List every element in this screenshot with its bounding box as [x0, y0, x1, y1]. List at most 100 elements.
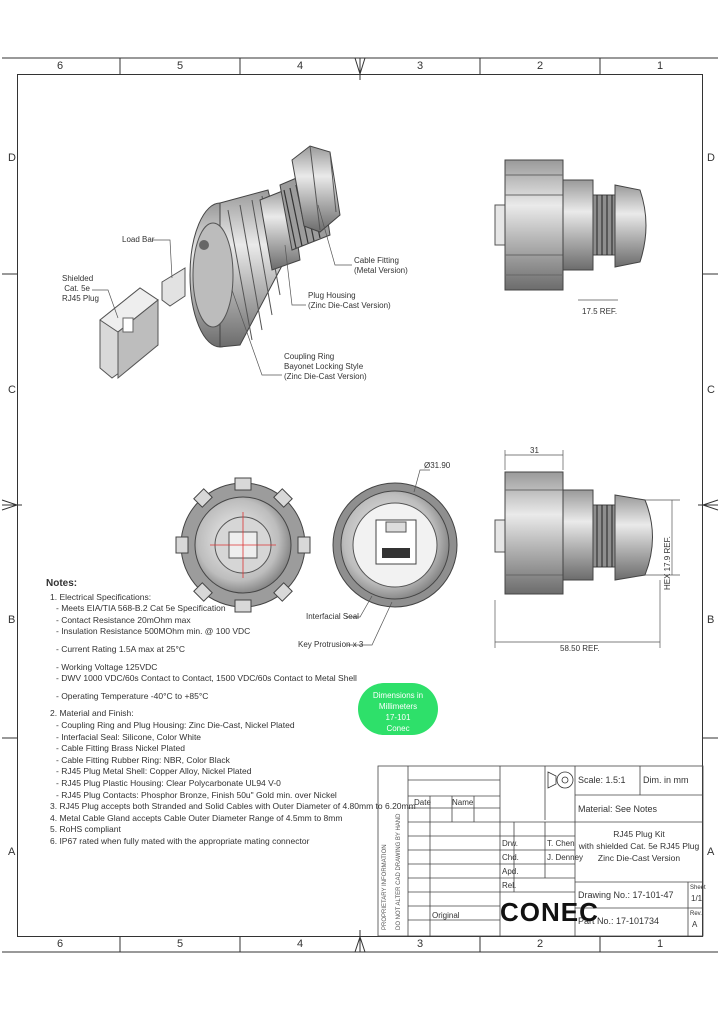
tb-material: Material: See Notes	[578, 804, 658, 814]
tb-row-drw: Drw.	[502, 839, 518, 848]
zone-label: 1	[657, 938, 664, 950]
stamp-line: 17-101	[385, 713, 411, 722]
zone-label: A	[707, 846, 715, 858]
notes-line: - Interfacial Seal: Silicone, Color Whit…	[56, 731, 202, 742]
notes-line: 5. RoHS compliant	[50, 824, 121, 835]
tb-scale: Scale: 1.5:1	[578, 775, 626, 785]
zone-label: 2	[537, 938, 544, 950]
front-view-face	[332, 469, 458, 646]
zone-label: B	[707, 614, 715, 626]
notes-line: 4. Metal Cable Gland accepts Cable Outer…	[50, 812, 343, 823]
notes-line: - Working Voltage 125VDC	[56, 661, 158, 672]
zone-label: C	[707, 384, 715, 396]
confidential-note: DO NOT ALTER CAD DRAWING BY HAND	[396, 813, 402, 930]
notes-line: - RJ45 Plug Contacts: Phosphor Bronze, F…	[56, 789, 337, 800]
dimension-31: 31	[530, 446, 539, 455]
callout-cable-fitting: Cable Fitting (Metal Version)	[354, 256, 408, 276]
zone-label: 4	[297, 938, 304, 950]
callout-key-protrusion: Key Protrusion x 3	[298, 640, 364, 649]
notes-line: - DWV 1000 VDC/60s Contact to Contact, 1…	[56, 673, 357, 684]
notes-line: - Insulation Resistance 500MOhm min. @ 1…	[56, 626, 251, 637]
tb-original: Original	[432, 911, 460, 920]
notes-line: - Meets EIA/TIA 568-B.2 Cat 5e Specifica…	[56, 603, 226, 614]
notes-line: 6. IP67 rated when fully mated with the …	[50, 835, 310, 846]
stamp-line: Conec	[386, 724, 410, 733]
tb-dim: Dim. in mm	[643, 775, 689, 785]
projection-symbol	[547, 771, 574, 789]
notes-title: Notes:	[46, 578, 78, 589]
zone-label: 1	[657, 60, 664, 72]
zone-label: D	[707, 152, 715, 164]
tb-part-no: Part No.: 17-101734	[578, 916, 660, 926]
side-view-top	[494, 159, 647, 301]
notes-line: - Cable Fitting Rubber Ring: NBR, Color …	[56, 754, 230, 765]
callout-line: (Zinc Die-Cast Version)	[284, 372, 367, 381]
notes-line: - Cable Fitting Brass Nickel Plated	[56, 743, 185, 754]
release-stamp: Dimensions in Millimeters 17-101 Conec	[358, 683, 438, 735]
notes-line: 2. Material and Finish:	[50, 708, 134, 719]
callout-line: Cable Fitting	[354, 256, 399, 265]
callout-line: Coupling Ring	[284, 352, 335, 361]
conec-logo: CONEC	[500, 897, 599, 927]
zone-label: D	[8, 152, 16, 164]
zone-label: 2	[537, 60, 544, 72]
callout-line: (Zinc Die-Cast Version)	[308, 301, 391, 310]
dimension-length: 58.50 REF.	[560, 644, 600, 653]
tb-drawing-no: Drawing No.: 17-101-47	[578, 890, 674, 900]
tb-drawn-by: T. Chen	[547, 839, 575, 848]
dimension-hex: HEX 17.9 REF.	[663, 536, 672, 590]
zone-label: B	[8, 614, 16, 626]
zone-label: 6	[57, 938, 64, 950]
title-block-grid	[377, 765, 704, 937]
callout-plug-housing: Plug Housing (Zinc Die-Cast Version)	[308, 291, 391, 311]
zone-label: 4	[297, 60, 304, 72]
zone-label: 3	[417, 938, 424, 950]
side-view-bottom	[494, 450, 680, 648]
zone-label: A	[8, 846, 16, 858]
callout-line: (Metal Version)	[354, 266, 408, 275]
callout-shielded-plug: Shielded Cat. 5e RJ45 Plug	[62, 274, 99, 304]
notes-list: 1. Electrical Specifications:- Meets EIA…	[46, 591, 416, 848]
tb-rev-value: A	[692, 920, 698, 929]
callout-line: Plug Housing	[308, 291, 356, 300]
tb-title: RJ45 Plug Kit with shielded Cat. 5e RJ45…	[575, 828, 703, 864]
notes-line: - Coupling Ring and Plug Housing: Zinc D…	[56, 719, 295, 730]
tb-header-name: Name	[452, 798, 474, 807]
notes-line: - RJ45 Plug Plastic Housing: Clear Polyc…	[56, 777, 281, 788]
zone-label: 6	[57, 60, 64, 72]
tb-rev-label: Rev.	[690, 911, 702, 917]
zone-label: 5	[177, 60, 184, 72]
callout-interfacial-seal: Interfacial Seal	[306, 612, 359, 621]
notes-line: - Current Rating 1.5A max at 25°C	[56, 643, 186, 654]
callout-line: Cat. 5e	[64, 284, 90, 293]
notes-line: - Operating Temperature -40°C to +85°C	[56, 690, 209, 701]
callout-line: Bayonet Locking Style	[284, 362, 364, 371]
tb-header-date: Date	[414, 798, 431, 807]
callout-line: Shielded	[62, 274, 94, 283]
notes-line: - RJ45 Plug Metal Shell: Copper Alloy, N…	[56, 766, 252, 777]
notes-line: - Contact Resistance 20mOhm max	[56, 614, 191, 625]
dimension-diameter: Ø31.90	[424, 461, 451, 470]
zone-label: C	[8, 384, 16, 396]
front-view-ring	[175, 477, 311, 613]
zone-label: 5	[177, 938, 184, 950]
tb-title-line: RJ45 Plug Kit	[613, 829, 665, 839]
notes-line: 1. Electrical Specifications:	[50, 591, 152, 602]
zone-label: 3	[417, 60, 424, 72]
tb-checked-by: J. Denney	[547, 853, 584, 862]
tb-sheet-value: 1/1	[691, 894, 703, 903]
notes-block: Notes: 1. Electrical Specifications:- Me…	[46, 578, 416, 848]
tb-row-apd: Apd.	[502, 867, 519, 876]
tb-title-line: Zinc Die-Cast Version	[597, 853, 681, 863]
tb-title-line: with shielded Cat. 5e RJ45 Plug	[578, 841, 700, 851]
stamp-line: Dimensions in Millimeters	[372, 691, 424, 711]
dimension-175: 17.5 REF.	[582, 307, 618, 316]
exploded-view	[99, 145, 341, 380]
tb-sheet-label: Sheet	[690, 885, 706, 891]
callout-coupling-ring: Coupling Ring Bayonet Locking Style (Zin…	[284, 352, 367, 382]
confidential-note: PROPRIETARY INFORMATION	[382, 844, 388, 930]
callout-line: RJ45 Plug	[62, 294, 99, 303]
tb-row-chd: Chd.	[502, 853, 519, 862]
